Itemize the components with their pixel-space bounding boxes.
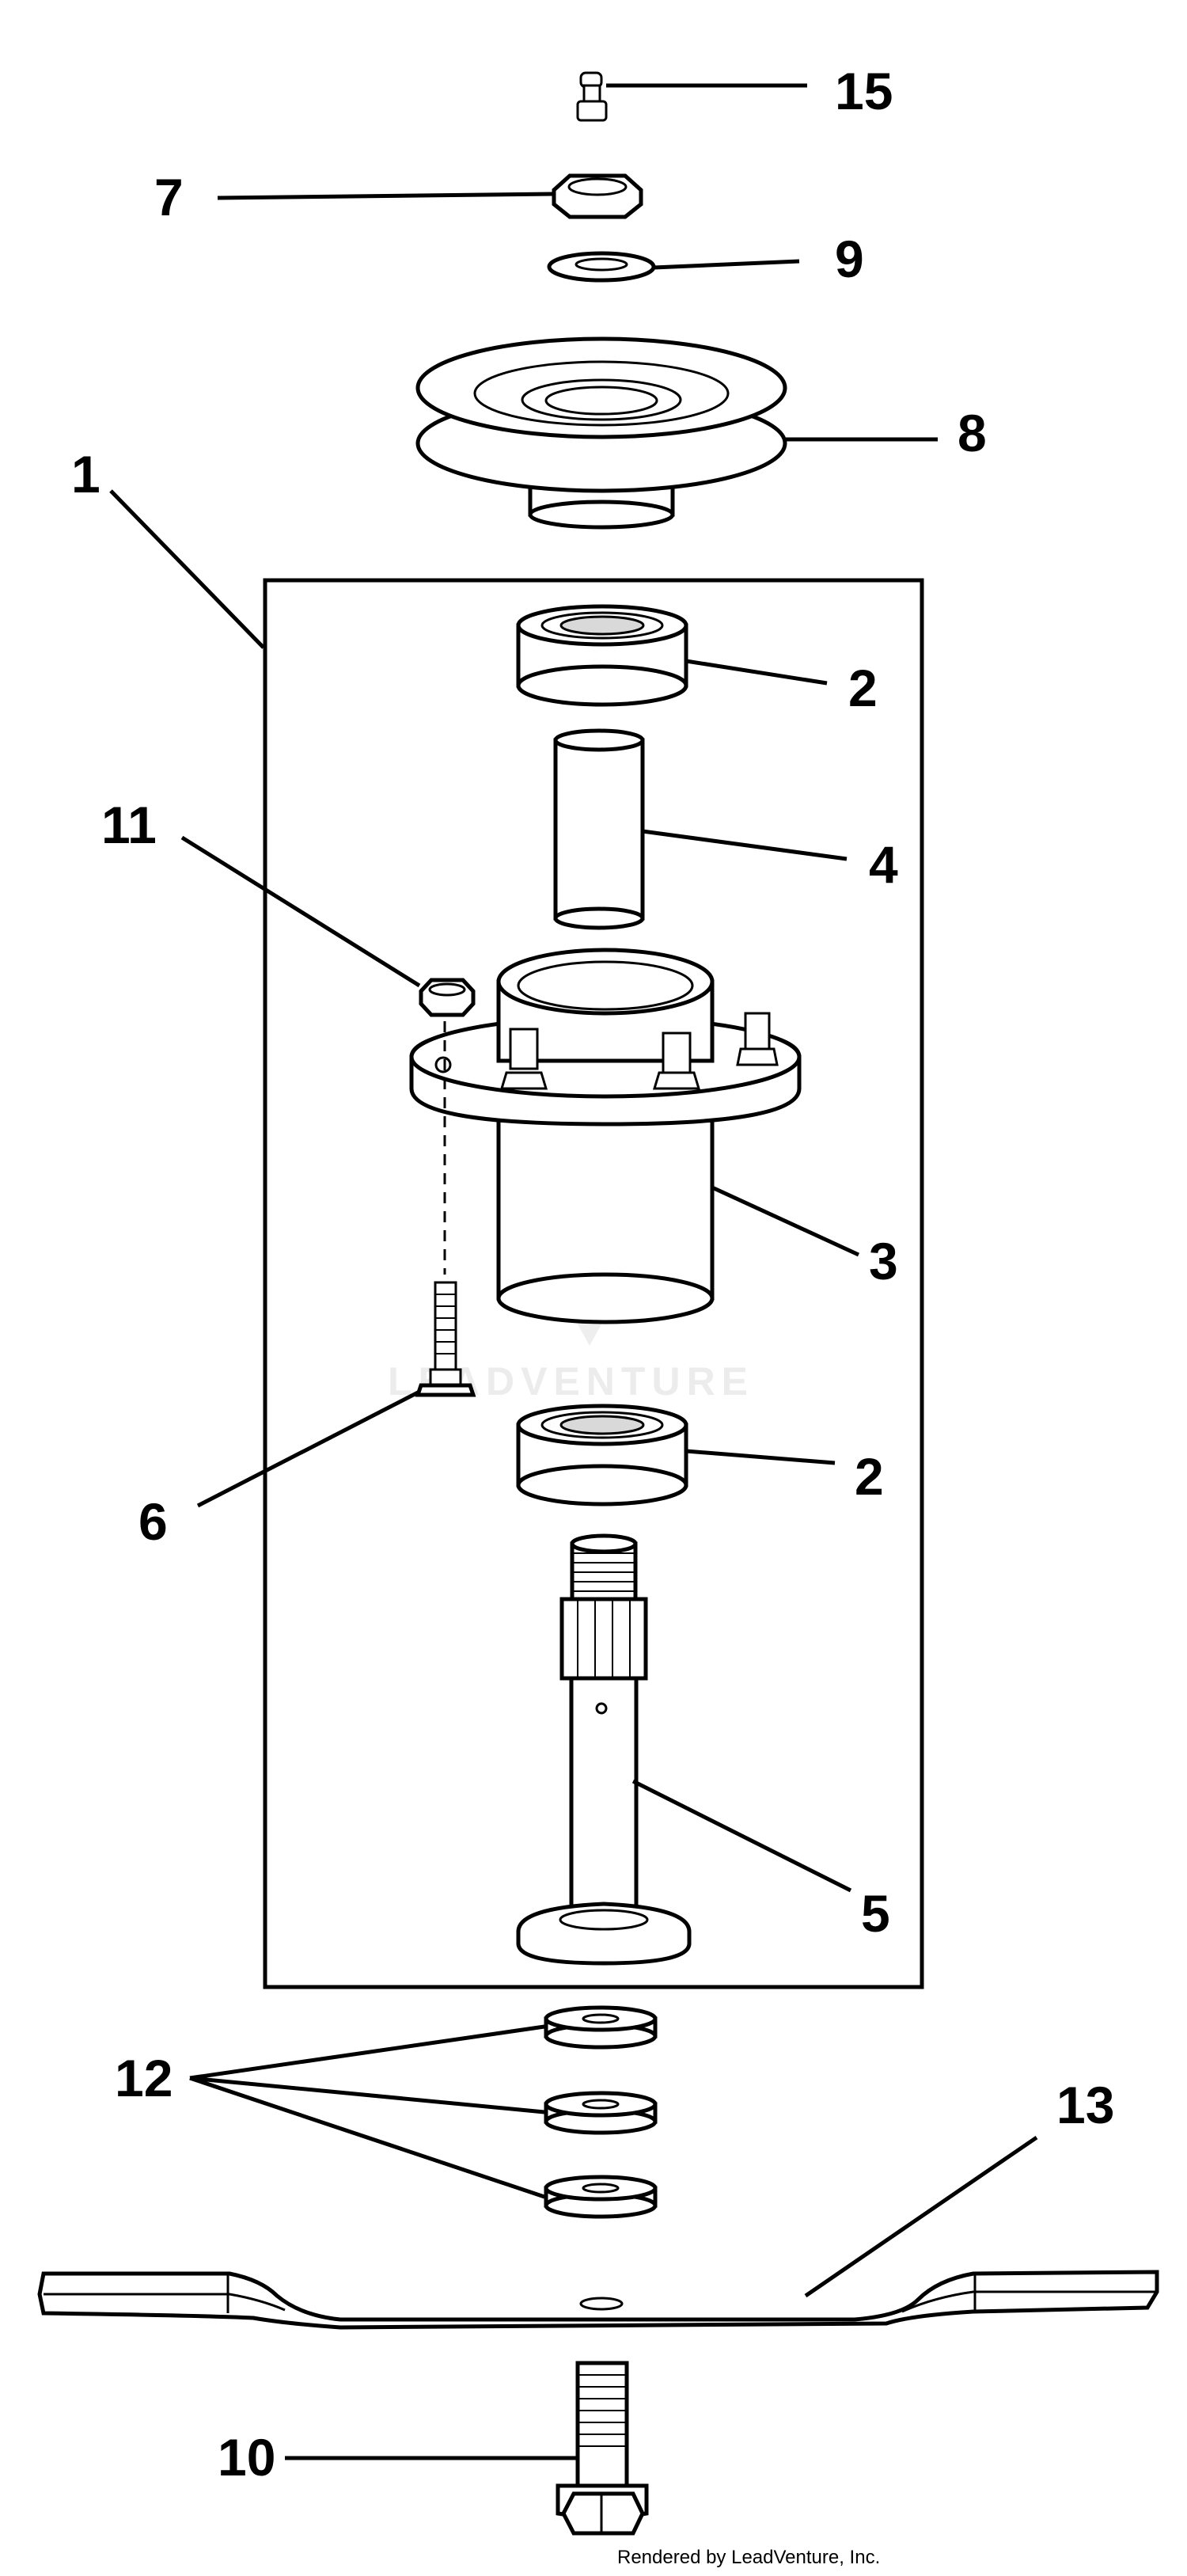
callout-7: 7	[154, 168, 184, 226]
footer-credit: Rendered by LeadVenture, Inc.	[617, 2547, 880, 2568]
part-2-lower-bearing	[516, 1404, 688, 1506]
leader-2a	[685, 659, 828, 686]
part-8-pulley	[415, 336, 787, 530]
leader-12a	[189, 2024, 545, 2080]
leader-5	[631, 1779, 852, 1893]
part-2-upper-bearing	[516, 604, 688, 707]
leader-9	[653, 259, 800, 270]
part-9-lock-washer	[547, 251, 656, 283]
part-7-hex-nut	[552, 173, 643, 219]
part-10-blade-bolt	[556, 2361, 649, 2536]
callout-9: 9	[835, 230, 864, 288]
part-5-spindle-shaft	[516, 1533, 692, 1966]
callout-8: 8	[958, 404, 987, 462]
callout-2-upper: 2	[848, 659, 878, 717]
callout-10: 10	[218, 2428, 275, 2487]
assembly-1-frame	[263, 578, 924, 1989]
part-11-flange-nut	[419, 978, 476, 1017]
washer-middle	[544, 2091, 658, 2135]
leader-4	[642, 829, 848, 861]
leader-13	[804, 2135, 1038, 2298]
callout-12: 12	[115, 2049, 173, 2107]
leader-3	[711, 1185, 860, 1257]
leader-1	[109, 489, 265, 649]
callout-5: 5	[861, 1884, 890, 1943]
part-12-washers	[544, 2005, 658, 2219]
callout-6: 6	[138, 1492, 168, 1551]
part-15-grease-fitting	[576, 71, 608, 122]
part-4-spacer-tube	[553, 728, 645, 930]
callout-4: 4	[869, 835, 898, 894]
washer-bottom	[544, 2175, 658, 2219]
callout-15: 15	[835, 62, 893, 120]
leader-12b	[189, 2076, 545, 2114]
leader-12c	[189, 2076, 545, 2199]
leader-11	[180, 835, 421, 988]
callout-3: 3	[869, 1232, 898, 1290]
part-3-spindle-housing	[409, 948, 802, 1324]
washer-top	[544, 2005, 658, 2050]
leader-7	[217, 192, 553, 200]
leader-6	[196, 1389, 421, 1508]
callout-1: 1	[71, 445, 100, 503]
part-13-mower-blade	[37, 2270, 1159, 2330]
callout-2-lower: 2	[855, 1447, 884, 1506]
callout-11: 11	[101, 796, 157, 854]
leader-2b	[685, 1449, 836, 1465]
callout-13: 13	[1056, 2076, 1114, 2134]
